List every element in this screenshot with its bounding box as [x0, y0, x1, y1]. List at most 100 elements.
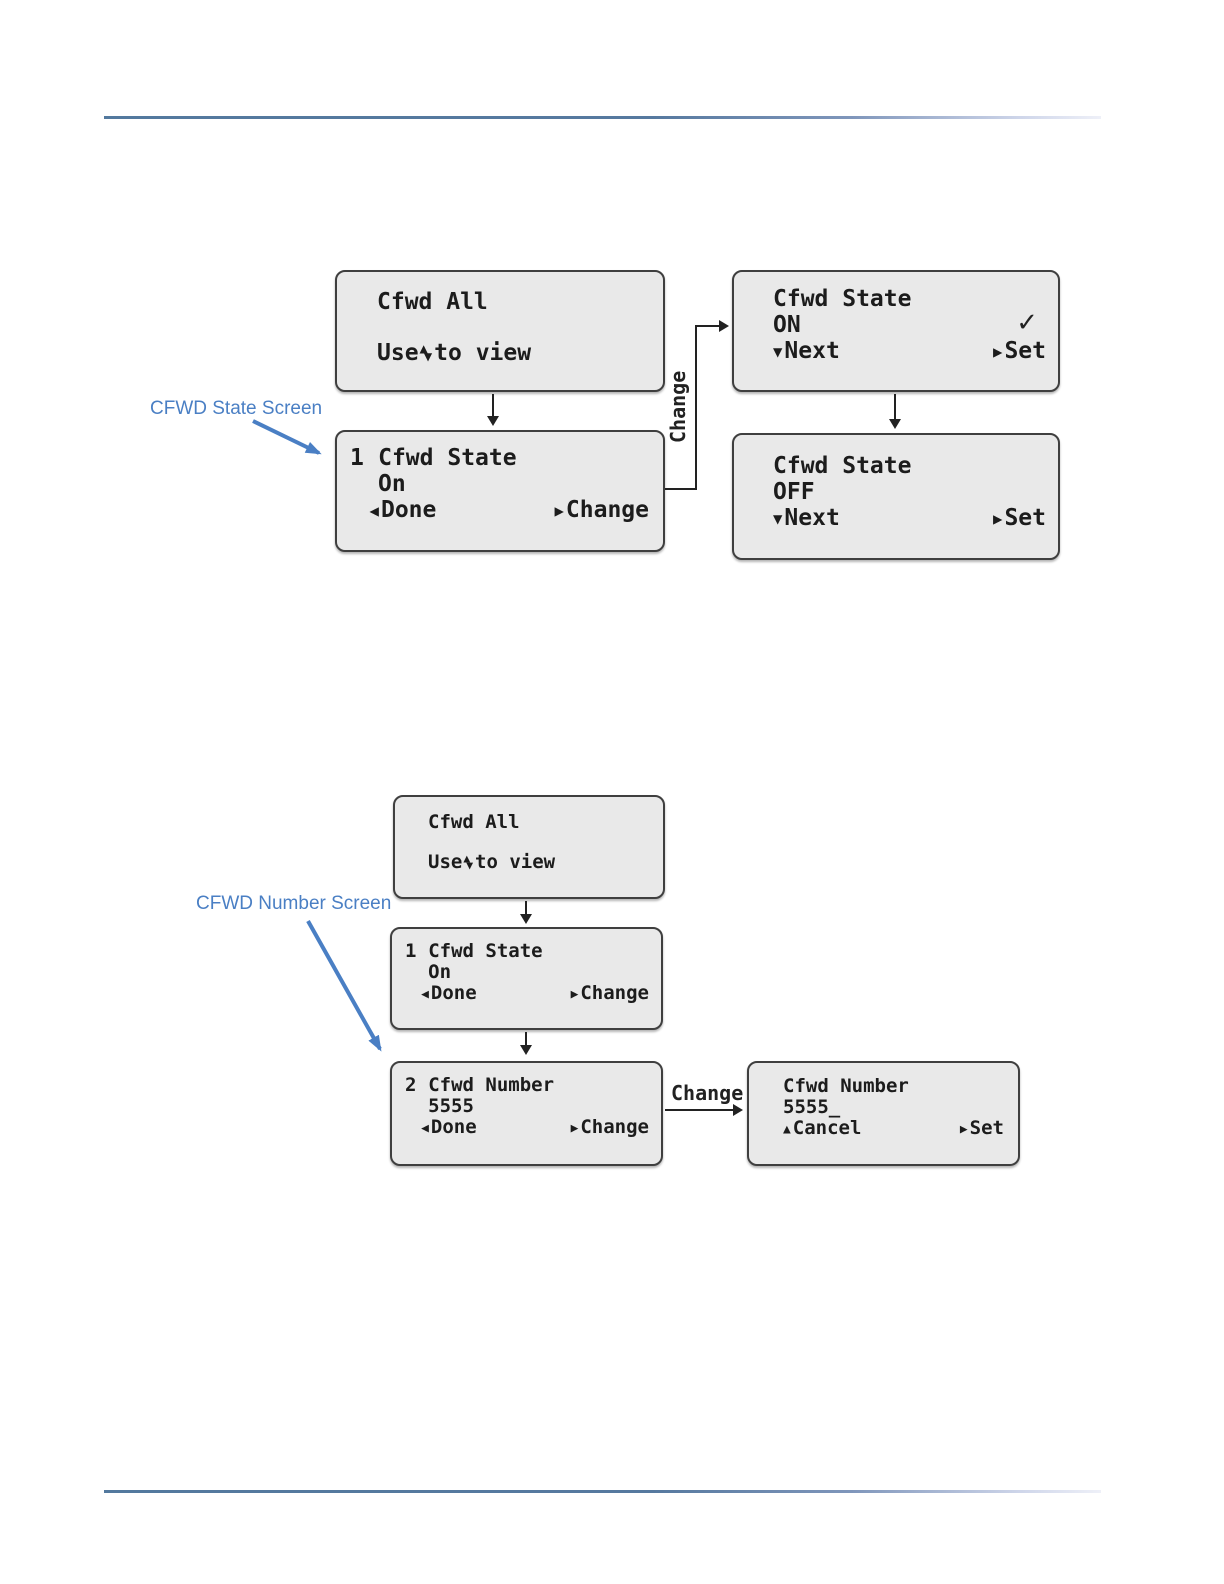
right-triangle-icon: ▶ — [554, 500, 564, 520]
softkey-cancel-label: Cancel — [792, 1117, 862, 1139]
lcd-screen-cfwd-state-off: Cfwd State OFF ▼Next ▶Set — [732, 433, 1060, 560]
lcd-screen-cfwd-number-item: 2 Cfwd Number 5555 ◀Done ▶Change — [390, 1061, 663, 1166]
softkey-change: ▶Change — [554, 497, 649, 525]
softkey-row: ◀Done ▶Change — [405, 983, 649, 1006]
lcd-screen-cfwd-all-2: Cfwd All Use▲▼to view — [393, 795, 665, 899]
lcd-screen-cfwd-state-on: Cfwd State ON ▼Next ▶Set ✓ — [732, 270, 1060, 392]
number-value: 5555_ — [783, 1096, 841, 1118]
screen-hint: Use▲▼to view — [377, 340, 651, 369]
softkey-done-label: Done — [380, 497, 437, 523]
lcd-screen-cfwd-number-edit: Cfwd Number 5555_ ▲Cancel ▶Set — [747, 1061, 1020, 1166]
screen-title: Cfwd State — [773, 286, 912, 312]
softkey-change-label: Change — [580, 1116, 649, 1138]
softkey-done-label: Done — [430, 1116, 477, 1138]
state-value: OFF — [773, 479, 815, 505]
softkey-cancel: ▲Cancel — [783, 1118, 861, 1141]
down-triangle-icon: ▼ — [423, 349, 433, 366]
menu-item-line: 2 Cfwd Number — [405, 1075, 649, 1096]
cfwd-state-screen-label: CFWD State Screen — [150, 398, 323, 419]
menu-item-value: 5555 — [428, 1095, 474, 1117]
softkey-done: ◀Done — [370, 497, 437, 525]
softkey-change-label: Change — [565, 497, 649, 523]
change-connector-vertical-segment — [695, 325, 697, 490]
softkey-set-label: Set — [1004, 505, 1046, 531]
right-triangle-icon: ▶ — [959, 1121, 968, 1137]
cfwd-number-screen-label: CFWD Number Screen — [196, 893, 392, 914]
flow-arrowhead-down-icon — [487, 416, 499, 426]
flow-arrow-line — [525, 901, 527, 916]
right-triangle-icon: ▶ — [993, 508, 1003, 528]
flow-arrow-line — [492, 394, 494, 418]
softkey-row: ▲Cancel ▶Set — [783, 1118, 1004, 1141]
down-triangle-icon: ▼ — [466, 857, 474, 872]
softkey-row: ▼Next ▶Set — [773, 505, 1046, 533]
right-triangle-icon: ▶ — [993, 341, 1003, 361]
right-triangle-icon: ▶ — [570, 986, 579, 1002]
screen-title: Cfwd Number — [783, 1075, 909, 1097]
softkey-done: ◀Done — [421, 983, 477, 1006]
menu-item-line: 1 Cfwd State — [405, 941, 649, 962]
softkey-row: ▼Next ▶Set — [773, 338, 1046, 366]
softkey-next-label: Next — [784, 505, 840, 531]
softkey-row: ◀Done ▶Change — [405, 1117, 649, 1140]
hint-prefix: Use — [377, 340, 419, 366]
flow-arrowhead-right-icon — [733, 1104, 743, 1116]
softkey-next-label: Next — [784, 338, 840, 364]
down-triangle-icon: ▼ — [773, 508, 783, 528]
softkey-set-label: Set — [969, 1117, 1004, 1139]
menu-item-name: Cfwd State — [428, 940, 543, 962]
change-arrow-label: Change — [671, 1081, 744, 1105]
softkey-done-label: Done — [430, 982, 477, 1004]
softkey-row: ◀Done ▶Change — [350, 497, 649, 525]
screen-hint: Use▲▼to view — [428, 851, 653, 875]
softkey-change: ▶Change — [571, 1117, 649, 1140]
softkey-change-label: Change — [580, 982, 649, 1004]
flow-arrowhead-down-icon — [520, 1045, 532, 1055]
softkey-set: ▶Set — [960, 1118, 1004, 1141]
footer-rule — [104, 1490, 1101, 1493]
lcd-screen-cfwd-all-1: Cfwd All Use▲▼to view — [335, 270, 665, 392]
blue-callout-arrow — [306, 920, 382, 1052]
up-triangle-icon: ▲ — [783, 1121, 791, 1137]
lcd-screen-cfwd-state-item-2: 1 Cfwd State On ◀Done ▶Change — [390, 927, 663, 1030]
menu-item-name: Cfwd State — [378, 445, 517, 471]
softkey-change: ▶Change — [571, 983, 649, 1006]
screen-title: Cfwd State — [773, 453, 912, 479]
softkey-set: ▶Set — [993, 505, 1046, 533]
hint-suffix: to view — [434, 340, 532, 366]
hint-suffix: to view — [475, 851, 556, 873]
menu-item-value: On — [428, 961, 452, 983]
down-triangle-icon: ▼ — [773, 341, 783, 361]
left-triangle-icon: ◀ — [369, 500, 379, 520]
flow-arrow-line — [894, 394, 896, 421]
softkey-done: ◀Done — [421, 1117, 477, 1140]
hint-prefix: Use — [428, 851, 463, 873]
up-triangle-icon: ▲ — [419, 341, 428, 358]
left-triangle-icon: ◀ — [421, 986, 429, 1002]
menu-item-index: 1 — [405, 940, 417, 962]
menu-item-index: 1 — [350, 445, 364, 471]
menu-item-name: Cfwd Number — [428, 1074, 555, 1096]
menu-item-value: On — [378, 471, 406, 497]
change-arrow-line — [665, 1109, 735, 1111]
menu-item-index: 2 — [405, 1074, 417, 1096]
left-triangle-icon: ◀ — [421, 1120, 429, 1136]
screen-title: Cfwd All — [428, 811, 520, 833]
flow-arrowhead-right-icon — [719, 320, 729, 332]
state-value: ON — [773, 312, 801, 338]
lcd-screen-cfwd-state-item-1: 1 Cfwd State On ◀Done ▶Change — [335, 430, 665, 552]
change-connector-top-segment — [695, 325, 720, 327]
header-rule — [104, 116, 1101, 119]
checkmark-icon: ✓ — [1016, 308, 1038, 338]
softkey-next: ▼Next — [773, 338, 840, 366]
right-triangle-icon: ▶ — [570, 1120, 579, 1136]
change-connector-label: Change — [666, 370, 690, 444]
change-connector-bottom-segment — [665, 488, 697, 490]
up-triangle-icon: ▲ — [463, 851, 471, 866]
softkey-set-label: Set — [1004, 338, 1046, 364]
flow-arrow-line — [525, 1032, 527, 1047]
flow-arrowhead-down-icon — [520, 914, 532, 924]
softkey-set: ▶Set — [993, 338, 1046, 366]
softkey-next: ▼Next — [773, 505, 840, 533]
